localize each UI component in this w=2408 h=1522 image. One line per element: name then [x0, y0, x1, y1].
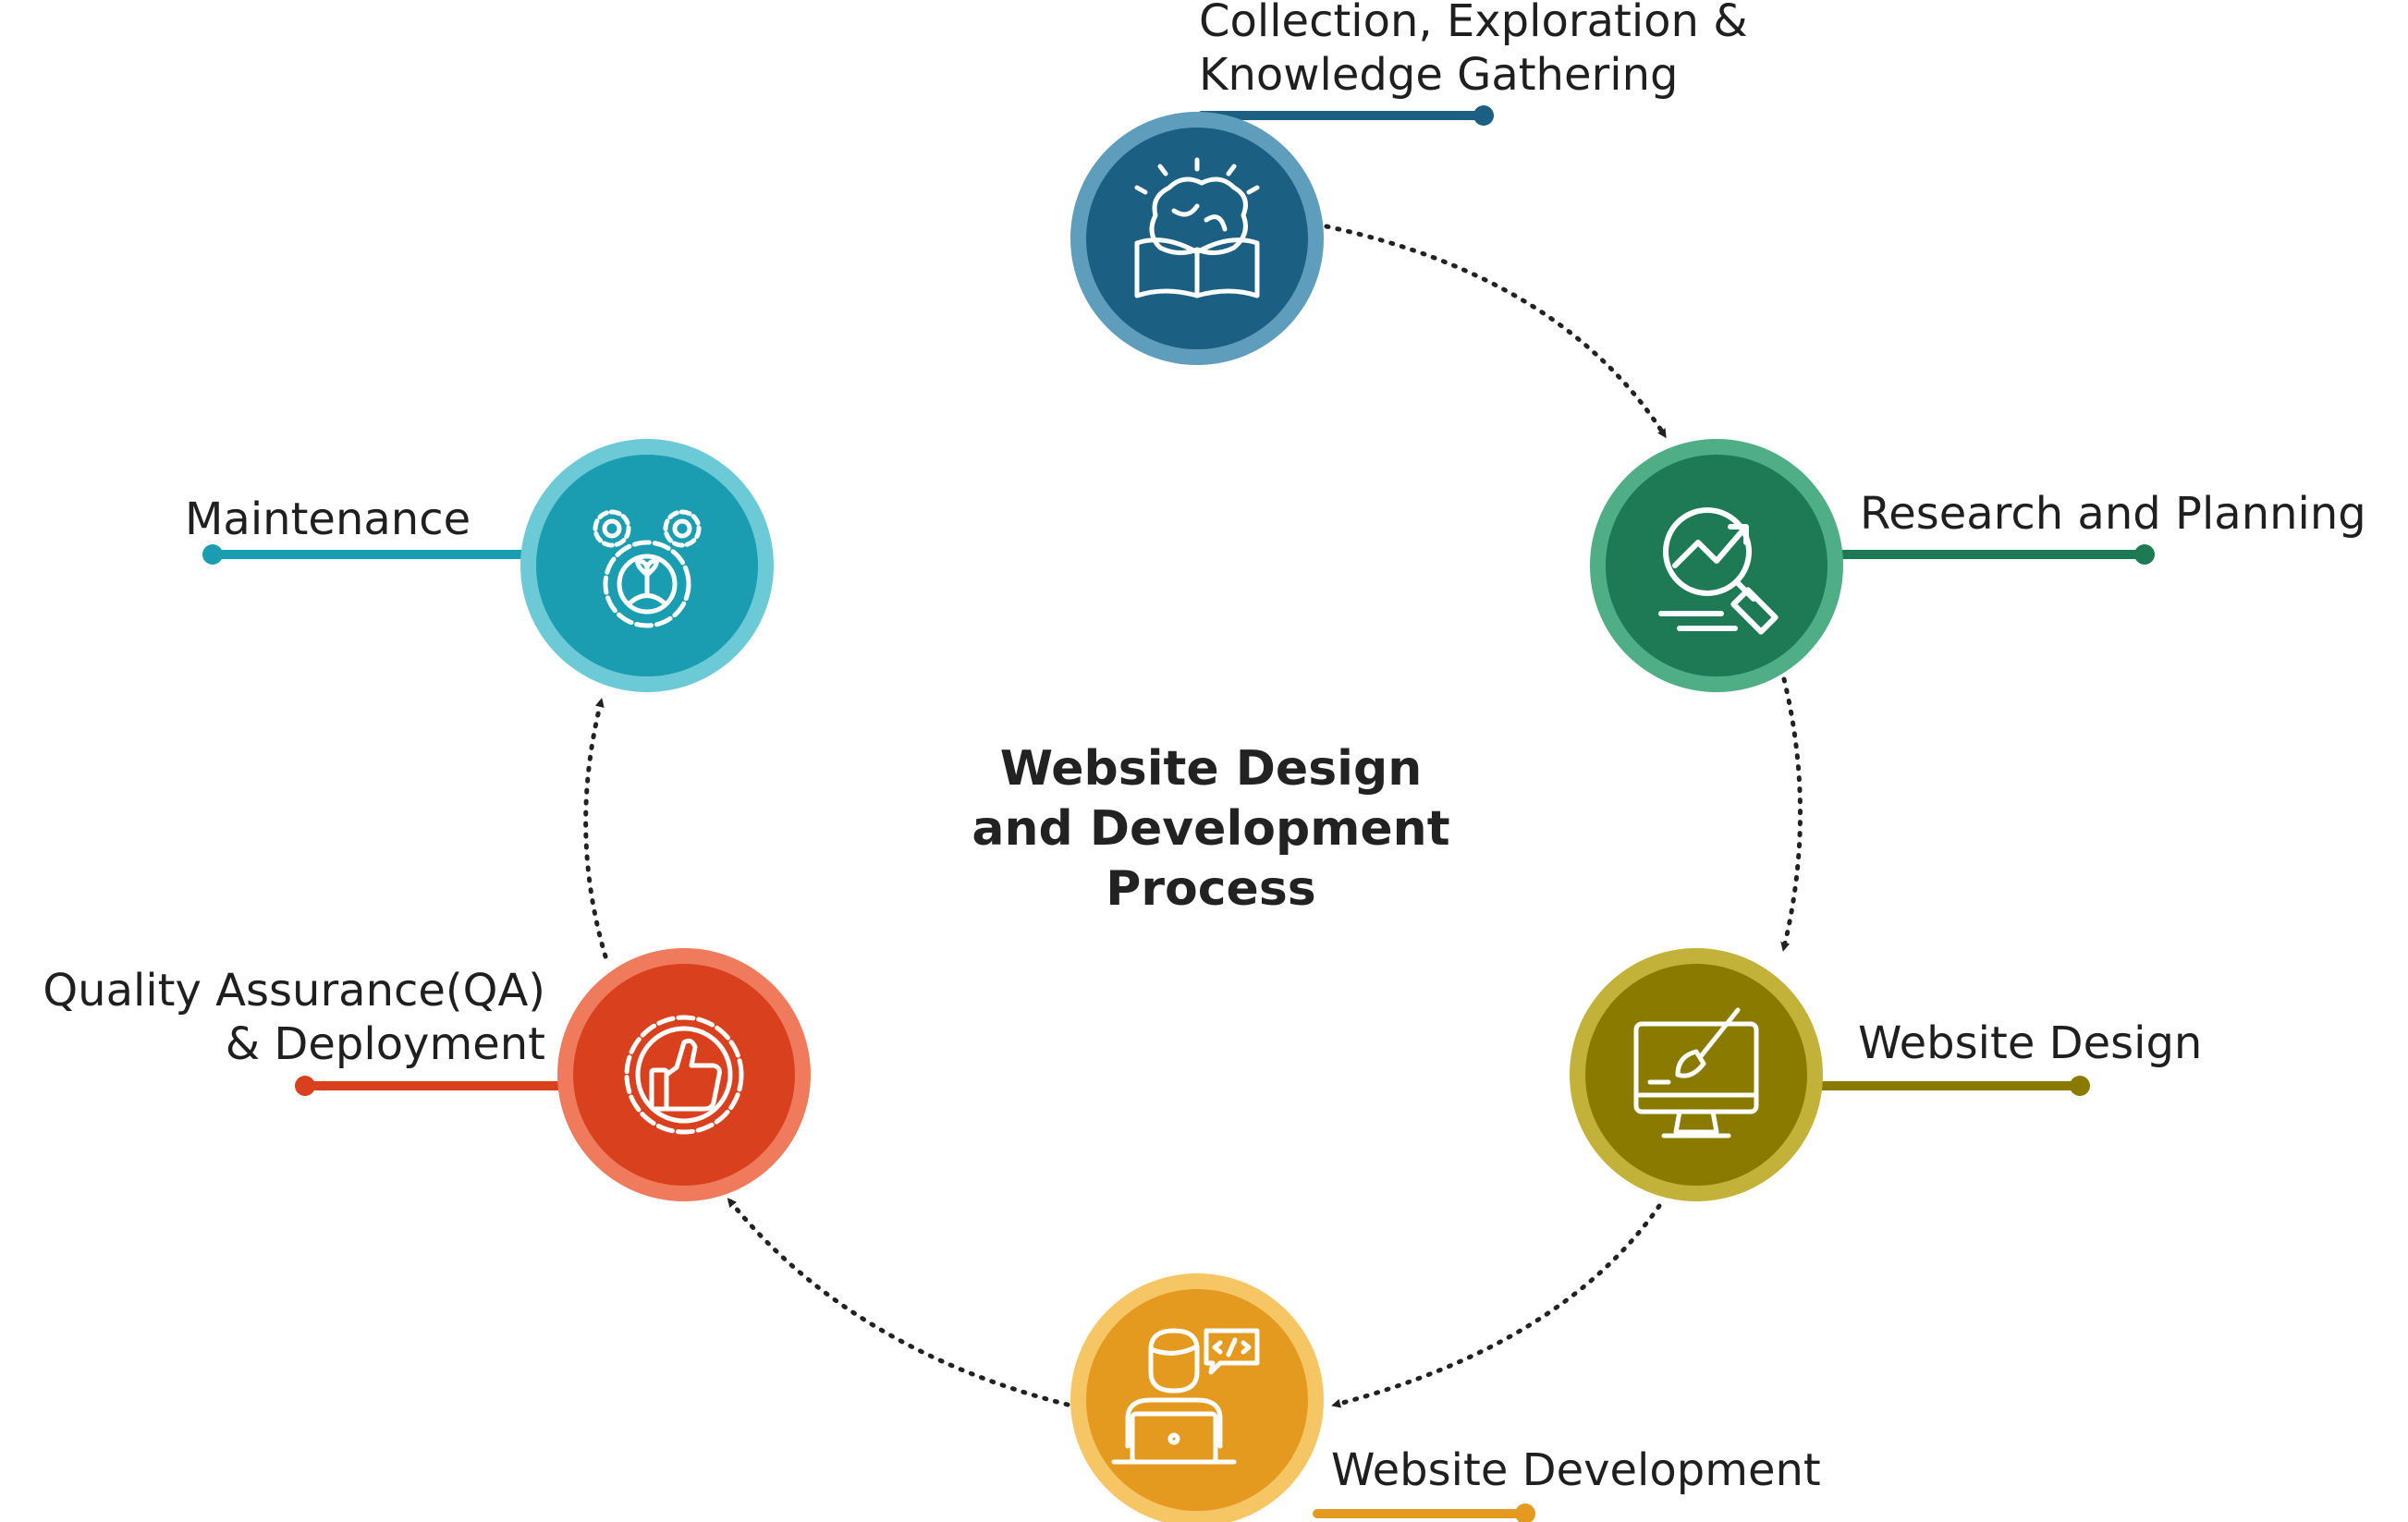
- step-collection: [1070, 105, 1494, 365]
- label-design: Website Design: [1858, 1017, 2202, 1070]
- arrow-1-to-2: [1324, 224, 1667, 439]
- label-qa-line-2: & Deployment: [225, 1018, 545, 1070]
- label-collection-line-1: Collection, Exploration &: [1199, 0, 1748, 47]
- label-qa-line-1: Quality Assurance(QA): [43, 965, 545, 1017]
- label-collection: Collection, Exploration & Knowledge Gath…: [1199, 0, 1748, 102]
- label-maintenance: Maintenance: [185, 493, 471, 546]
- label-collection-line-2: Knowledge Gathering: [1199, 49, 1679, 101]
- title-line-3: Process: [1106, 861, 1316, 917]
- arrow-2-to-3: [1780, 676, 1803, 952]
- label-research: Research and Planning: [1860, 487, 2366, 541]
- label-development: Website Development: [1331, 1443, 1821, 1497]
- step-development: [1070, 1273, 1535, 1522]
- label-qa: Quality Assurance(QA) & Deployment: [0, 964, 545, 1071]
- developer-laptop-icon: [1111, 1328, 1260, 1465]
- label-maintenance-line-1: Maintenance: [185, 493, 471, 545]
- arrow-4-to-5: [727, 1198, 1070, 1407]
- thumbs-up-badge-icon: [624, 1015, 744, 1135]
- gears-icon: [593, 509, 702, 628]
- step-design: [1570, 948, 2090, 1201]
- monitor-brush-icon: [1633, 1007, 1759, 1138]
- label-development-line-1: Website Development: [1331, 1444, 1821, 1496]
- title-line-1: Website Design: [999, 741, 1423, 797]
- title-line-2: and Development: [972, 801, 1450, 857]
- label-design-line-1: Website Design: [1858, 1017, 2203, 1069]
- step-maintenance: [202, 439, 774, 692]
- chart-magnifier-icon: [1658, 507, 1778, 635]
- step-research: [1590, 439, 2155, 692]
- label-research-line-1: Research and Planning: [1860, 488, 2366, 540]
- brain-book-icon: [1134, 157, 1260, 298]
- arrow-3-to-4: [1331, 1203, 1662, 1408]
- step-qa: [295, 948, 811, 1201]
- arrow-5-to-6: [583, 698, 608, 959]
- connector-arrows: [583, 224, 1803, 1408]
- diagram-title: Website Design and Development Process: [906, 739, 1516, 919]
